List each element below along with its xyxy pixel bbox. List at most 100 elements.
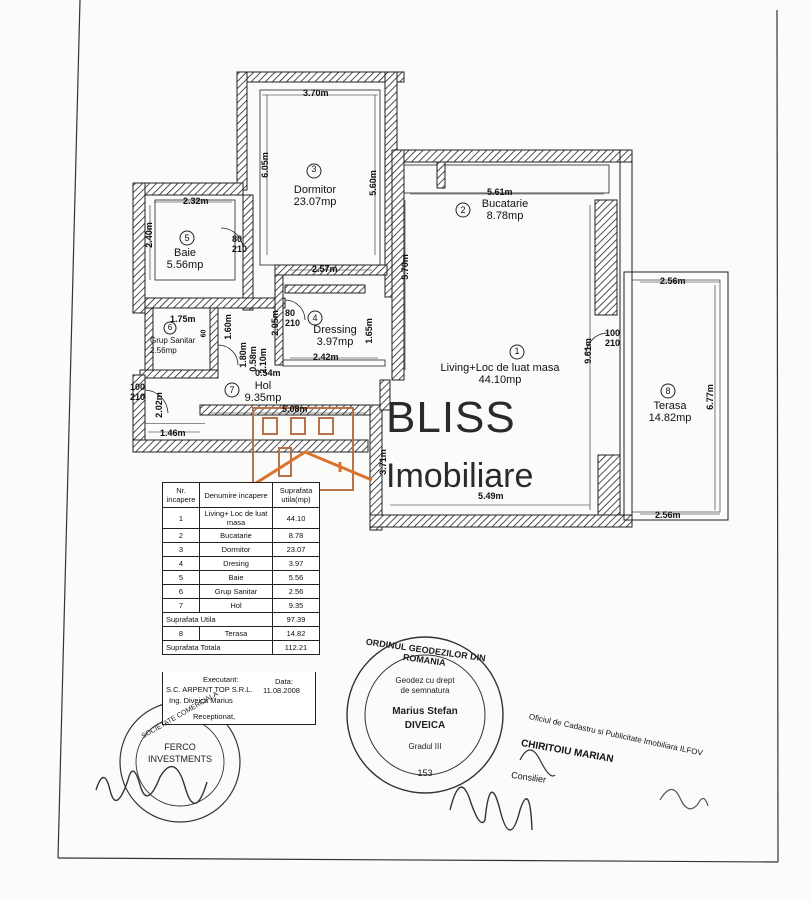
stamp-company-line2: INVESTMENTS <box>147 754 212 764</box>
dim-hol-left: 2.02m <box>153 392 164 418</box>
door-entry-height: 210 <box>130 392 146 402</box>
room-living-area: 44.10mp <box>478 374 522 386</box>
table-row-util: Suprafata Utila 97.39 <box>162 612 320 627</box>
room-bucatarie-area: 8.78mp <box>486 210 524 222</box>
dim-baie-width: 2.32m <box>183 196 209 206</box>
room-grup-sanitar: Grup Sanitar 2.56mp <box>150 336 220 356</box>
door-terasa-label: 100 210 <box>605 328 620 348</box>
table-cell-area: 9.35 <box>272 598 320 613</box>
room-dormitor-name: Dormitor <box>293 184 337 196</box>
room-dormitor-area: 23.07mp <box>293 196 337 208</box>
stamp-round-name2: DIVEICA <box>404 720 446 731</box>
table-header-row: Nr. incapere Denumire incapere Suprafata… <box>162 482 320 508</box>
date-value: 11.08.2008 <box>263 686 300 695</box>
table-cell-nr: 8 <box>162 626 200 641</box>
table-row: 7 Hol 9.35 <box>162 598 320 613</box>
room-1-label: 1 <box>487 345 547 357</box>
table-cell-name: Terasa <box>199 626 273 641</box>
table-cell-area: 2.56 <box>272 584 320 599</box>
table-header-nr: Nr. incapere <box>162 482 200 508</box>
dim-hol-width: 5.08m <box>282 404 308 414</box>
table-cell-area: 44.10 <box>272 507 320 529</box>
table-row: 4 Dresing 3.97 <box>162 556 320 571</box>
stamp-round-number: 153 <box>417 768 433 778</box>
table-total-value: 112.21 <box>272 640 320 655</box>
table-util-value: 97.39 <box>272 612 320 627</box>
dim-dormitor-left: 6.05m <box>259 152 270 178</box>
room-7-number: 7 <box>229 385 235 395</box>
room-hol: Hol 9.35mp <box>228 380 298 404</box>
watermark-brand-name: BLISS <box>386 393 516 442</box>
dim-dressing-right: 1.65m <box>363 318 374 344</box>
stamp-round-line2: de semnatura <box>400 686 450 695</box>
watermark-brand-tagline: Imobiliare <box>386 457 534 495</box>
table-cell-area: 23.07 <box>272 542 320 557</box>
door-grup-width: 60 <box>200 329 208 338</box>
room-bucatarie-name: Bucatarie <box>481 198 529 210</box>
door-entry-width: 100 <box>130 382 146 392</box>
room-7-label: 7 <box>202 384 262 396</box>
table-cell-area: 3.97 <box>272 556 320 571</box>
dim-grup-h3: 0.58m <box>247 346 258 372</box>
table-cell-name: Baie <box>199 570 273 585</box>
dim-living-bottom: 5.49m <box>478 491 504 501</box>
dim-dormitor-right: 5.60m <box>367 170 378 196</box>
room-grup-sanitar-name: Grup Sanitar <box>150 336 196 345</box>
room-1-number: 1 <box>514 346 520 356</box>
dim-dormitor-width: 3.70m <box>303 88 329 98</box>
door-baie-label: 80 210 <box>232 234 247 254</box>
door-baie-height: 210 <box>232 244 248 254</box>
dim-hol-bottom: 1.46m <box>160 428 186 438</box>
room-hol-name: Hol <box>254 380 272 392</box>
room-grup-sanitar-area: 2.56mp <box>150 346 177 355</box>
room-baie: Baie 5.56mp <box>150 247 220 271</box>
dim-dressing-left: 2.05m <box>269 310 280 336</box>
dim-dressing-bottom: 2.42m <box>313 352 339 362</box>
door-terasa-height: 210 <box>605 338 621 348</box>
table-cell-area: 14.82 <box>272 626 320 641</box>
door-grup-label: 60 <box>200 330 207 338</box>
room-8-label: 8 <box>638 385 698 397</box>
room-living: Living+Loc de luat masa 44.10mp <box>420 362 580 386</box>
executant-company: S.C. ARPENT TOP S.R.L. <box>166 685 253 694</box>
table-cell-name: Dresing <box>199 556 273 571</box>
dim-grup-h4: 2.10m <box>257 348 268 374</box>
dim-hol-small: 0.54m <box>255 368 281 378</box>
table-cell-name: Dormitor <box>199 542 273 557</box>
door-dressing-width: 80 <box>285 308 296 318</box>
table-cell-area: 8.78 <box>272 528 320 543</box>
door-entry-label: 100 210 <box>130 382 145 402</box>
room-dressing-name: Dressing <box>313 324 357 336</box>
room-5-number: 5 <box>184 233 190 243</box>
dim-dressing-top: 2.57m <box>312 264 338 274</box>
room-terasa-area: 14.82mp <box>648 412 692 424</box>
room-terasa-name: Terasa <box>653 400 687 412</box>
dim-grup-h2: 1.80m <box>237 342 248 368</box>
room-4-number: 4 <box>312 313 318 323</box>
table-cell-area: 5.56 <box>272 570 320 585</box>
room-5-label: 5 <box>157 232 217 244</box>
room-8-number: 8 <box>665 386 671 396</box>
table-cell-nr: 6 <box>162 584 200 599</box>
table-cell-nr: 3 <box>162 542 200 557</box>
stamp-round-grade: Gradul III <box>408 742 442 751</box>
executant-engineer: Ing. Diveica Marius <box>169 696 233 705</box>
room-4-label: 4 <box>285 312 345 324</box>
room-living-name: Living+Loc de luat masa <box>440 362 560 374</box>
table-cell-name: Hol <box>199 598 273 613</box>
dim-terasa-bottom: 2.56m <box>655 510 681 520</box>
door-baie-width: 80 <box>232 234 243 244</box>
table-row-total: Suprafata Totala 112.21 <box>162 640 320 655</box>
table-cell-name: Bucatarie <box>199 528 273 543</box>
door-dressing-height: 210 <box>285 318 301 328</box>
door-terasa-width: 100 <box>605 328 621 338</box>
surface-table: Nr. incapere Denumire incapere Suprafata… <box>162 482 320 655</box>
table-cell-nr: 4 <box>162 556 200 571</box>
table-cell-nr: 7 <box>162 598 200 613</box>
table-cell-nr: 5 <box>162 570 200 585</box>
executant-block: Executant: Data: S.C. ARPENT TOP S.R.L. … <box>162 672 316 725</box>
table-cell-name: Grup Sanitar <box>199 584 273 599</box>
table-row: 6 Grup Sanitar 2.56 <box>162 584 320 599</box>
